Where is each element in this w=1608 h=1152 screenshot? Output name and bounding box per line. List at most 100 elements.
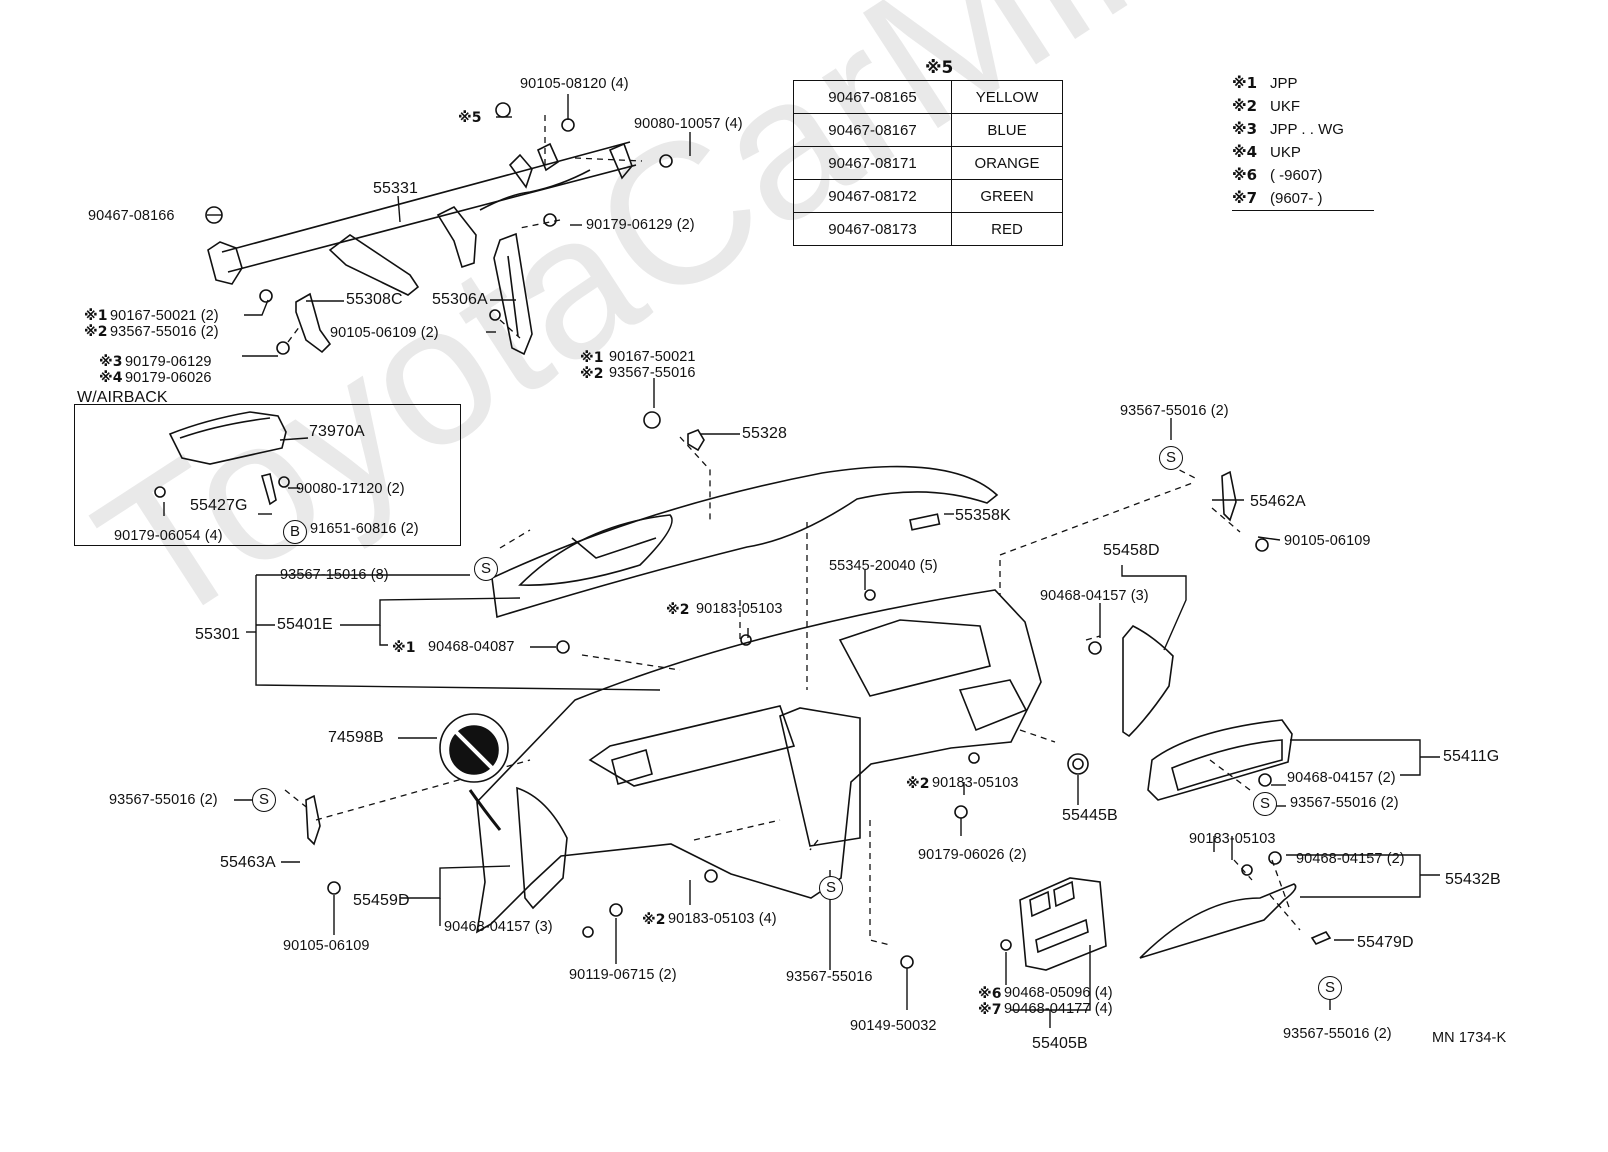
part-label-90167-50021-2[interactable]: 90167-50021 (2) bbox=[110, 308, 219, 324]
part-label-90183-05103-lower-right[interactable]: 90183-05103 bbox=[1189, 831, 1276, 847]
legend-value: JPP . . WG bbox=[1270, 121, 1344, 138]
part-label-55401E[interactable]: 55401E bbox=[277, 616, 333, 633]
part-label-55432B[interactable]: 55432B bbox=[1445, 871, 1501, 888]
part-label-93567-55016-2-upper-right[interactable]: 93567-55016 (2) bbox=[1120, 403, 1229, 419]
part-label-93567-55016-2-left[interactable]: 93567-55016 (2) bbox=[109, 792, 218, 808]
legend-row: ※6 ( -9607) bbox=[1232, 164, 1374, 187]
part-label-90179-06026-2[interactable]: 90179-06026 (2) bbox=[918, 847, 1027, 863]
legend-key: ※6 bbox=[1232, 166, 1258, 184]
bracket-55308C bbox=[295, 292, 332, 354]
note-mark-1: ※1 bbox=[580, 350, 604, 366]
part-label-90080-17120[interactable]: 90080-17120 (2) bbox=[296, 481, 405, 497]
part-number-cell: 90467-08165 bbox=[793, 80, 952, 114]
note-mark-3: ※3 bbox=[99, 354, 123, 370]
part-label-73970A[interactable]: 73970A bbox=[309, 423, 365, 440]
part-label-90149-50032[interactable]: 90149-50032 bbox=[850, 1018, 937, 1034]
part-label-90183-05103-4[interactable]: 90183-05103 (4) bbox=[668, 911, 777, 927]
legend-value: (9607- ) bbox=[1270, 190, 1323, 207]
part-label-55331[interactable]: 55331 bbox=[373, 180, 418, 197]
note-mark-2: ※2 bbox=[666, 602, 690, 618]
part-label-55463A[interactable]: 55463A bbox=[220, 854, 276, 871]
part-label-90468-04157-2-lower[interactable]: 90468-04157 (2) bbox=[1296, 851, 1405, 867]
part-label-93567-55016-2-cluster[interactable]: 93567-55016 (2) bbox=[1290, 795, 1399, 811]
legend-key: ※1 bbox=[1232, 74, 1258, 92]
color-cell: YELLOW bbox=[951, 80, 1063, 114]
part-label-55445B[interactable]: 55445B bbox=[1062, 807, 1118, 824]
part-label-55411G[interactable]: 55411G bbox=[1443, 748, 1500, 765]
bracket-55306A bbox=[493, 232, 533, 356]
part-label-55427G[interactable]: 55427G bbox=[190, 497, 248, 514]
cluster-finish-panel-55411G bbox=[1147, 719, 1293, 801]
symbol-s-circle: S bbox=[474, 557, 498, 581]
part-label-90080-10057[interactable]: 90080-10057 (4) bbox=[634, 116, 743, 132]
part-label-90105-06109-left[interactable]: 90105-06109 bbox=[283, 938, 370, 954]
part-label-90183-05103-center[interactable]: 90183-05103 bbox=[932, 775, 1019, 791]
airbag-box-title: W/AIRBACK bbox=[77, 389, 168, 406]
color-cell: GREEN bbox=[951, 179, 1063, 213]
part-label-55306A[interactable]: 55306A bbox=[432, 291, 488, 308]
part-label-91651-60816[interactable]: 91651-60816 (2) bbox=[310, 521, 419, 537]
part-number-cell: 90467-08171 bbox=[793, 146, 952, 180]
color-cell: ORANGE bbox=[951, 146, 1063, 180]
part-number-cell: 90467-08173 bbox=[793, 212, 952, 246]
part-label-90468-04087[interactable]: 90468-04087 bbox=[428, 639, 515, 655]
diagram-code: MN 1734-K bbox=[1432, 1030, 1507, 1046]
part-label-90183-05103[interactable]: 90183-05103 bbox=[696, 601, 783, 617]
part-label-55328[interactable]: 55328 bbox=[742, 425, 787, 442]
part-label-90167-50021[interactable]: 90167-50021 bbox=[609, 349, 696, 365]
part-label-55459D[interactable]: 55459D bbox=[353, 892, 410, 909]
color-table-title: ※5 bbox=[925, 58, 954, 78]
part-label-55308C[interactable]: 55308C bbox=[346, 291, 403, 308]
part-label-90179-06054[interactable]: 90179-06054 (4) bbox=[114, 528, 223, 544]
side-bracket-55462A bbox=[1221, 470, 1237, 522]
part-label-55405B[interactable]: 55405B bbox=[1032, 1035, 1088, 1052]
color-cell: RED bbox=[951, 212, 1063, 246]
note-mark-4: ※4 bbox=[99, 370, 123, 386]
legend-value: UKP bbox=[1270, 144, 1301, 161]
part-label-93567-15016[interactable]: 93567-15016 (8) bbox=[280, 567, 389, 583]
symbol-s-circle: S bbox=[1159, 446, 1183, 470]
part-number-cell: 90467-08172 bbox=[793, 179, 952, 213]
part-label-93567-55016-2[interactable]: 93567-55016 (2) bbox=[110, 324, 219, 340]
part-label-90105-06109-2[interactable]: 90105-06109 (2) bbox=[330, 325, 439, 341]
note-mark-2: ※2 bbox=[642, 912, 666, 928]
note-mark-2: ※2 bbox=[84, 324, 108, 340]
part-label-90179-06129-2[interactable]: 90179-06129 (2) bbox=[586, 217, 695, 233]
legend-key: ※3 bbox=[1232, 120, 1258, 138]
legend-value: ( -9607) bbox=[1270, 167, 1323, 184]
part-label-90468-04157-3-right[interactable]: 90468-04157 (3) bbox=[1040, 588, 1149, 604]
part-label-90467-08166[interactable]: 90467-08166 bbox=[88, 208, 175, 224]
note-mark-7: ※7 bbox=[978, 1002, 1002, 1018]
part-label-55458D[interactable]: 55458D bbox=[1103, 542, 1160, 559]
cup-cover-55479D bbox=[1310, 931, 1332, 945]
part-label-90105-06109-right[interactable]: 90105-06109 bbox=[1284, 533, 1371, 549]
part-label-55301[interactable]: 55301 bbox=[195, 626, 240, 643]
note-mark-6: ※6 bbox=[978, 986, 1002, 1002]
part-label-55479D[interactable]: 55479D bbox=[1357, 934, 1414, 951]
part-label-90468-05096[interactable]: 90468-05096 (4) bbox=[1004, 985, 1113, 1001]
part-label-90468-04177[interactable]: 90468-04177 (4) bbox=[1004, 1001, 1113, 1017]
part-label-55345-20040[interactable]: 55345-20040 (5) bbox=[829, 558, 938, 574]
color-cell: BLUE bbox=[951, 113, 1063, 147]
part-label-93567-55016-2-bottom-right[interactable]: 93567-55016 (2) bbox=[1283, 1026, 1392, 1042]
part-label-90179-06026[interactable]: 90179-06026 bbox=[125, 370, 212, 386]
symbol-s-circle: S bbox=[1253, 792, 1277, 816]
part-label-90468-04157-2-cluster[interactable]: 90468-04157 (2) bbox=[1287, 770, 1396, 786]
part-label-93567-55016-center[interactable]: 93567-55016 bbox=[786, 969, 873, 985]
part-label-90179-06129[interactable]: 90179-06129 bbox=[125, 354, 212, 370]
part-label-90119-06715[interactable]: 90119-06715 (2) bbox=[569, 967, 677, 983]
part-label-93567-55016[interactable]: 93567-55016 bbox=[609, 365, 696, 381]
part-label-55462A[interactable]: 55462A bbox=[1250, 493, 1306, 510]
part-label-74598B[interactable]: 74598B bbox=[328, 729, 384, 746]
part-label-90468-04157-3-left[interactable]: 90468-04157 (3) bbox=[444, 919, 553, 935]
note-mark-5: ※5 bbox=[458, 110, 482, 126]
dash-panel-55301 bbox=[475, 589, 1042, 934]
part-label-55358K[interactable]: 55358K bbox=[955, 507, 1011, 524]
part-label-90105-08120[interactable]: 90105-08120 (4) bbox=[520, 76, 629, 92]
